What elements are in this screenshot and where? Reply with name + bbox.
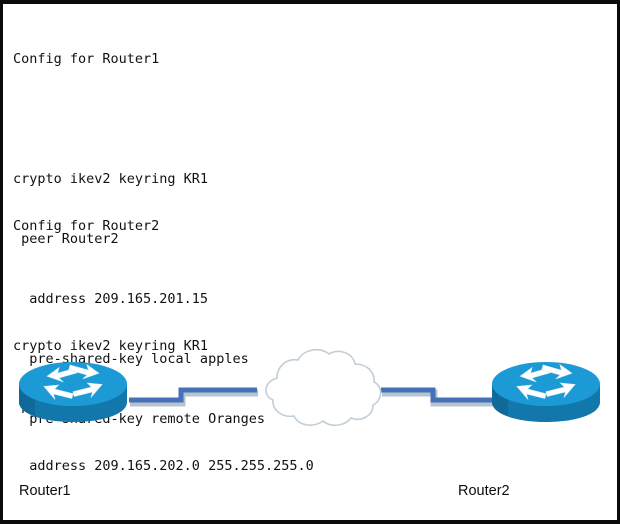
network-cloud	[249, 344, 389, 432]
network-topology-diagram: Router1 209.165.202.11 Router2 209.165.2…	[3, 340, 617, 520]
config-line: peer Router2	[13, 231, 119, 247]
config-line: address 209.165.202.0 255.255.255.0	[13, 458, 314, 474]
router2-label: Router2 209.165.201.15	[458, 444, 559, 520]
config-title-router1: Config for Router1	[13, 51, 160, 67]
config-block-router1: Config for Router1 crypto ikev2 keyring …	[13, 9, 265, 469]
router1-name: Router1	[19, 483, 71, 499]
router1-label: Router1 209.165.202.11	[19, 444, 119, 520]
config-spacer	[13, 276, 314, 296]
config-line: crypto ikev2 keyring KR1	[13, 171, 209, 187]
config-title-router2: Config for Router2	[13, 218, 160, 234]
config-line: address 209.165.201.15	[13, 291, 209, 307]
router2-name: Router2	[458, 483, 510, 499]
config-spacer	[13, 109, 265, 129]
network-cloud-icon	[265, 348, 382, 427]
config-line: pre-shared-key local apples	[13, 516, 314, 520]
cisco-router-icon	[492, 362, 600, 422]
config-line: crypto ikev2 keyring KR1	[13, 338, 209, 354]
router-node-router2[interactable]	[490, 358, 602, 428]
router-node-router1[interactable]	[17, 358, 129, 428]
cisco-router-icon	[19, 362, 127, 422]
